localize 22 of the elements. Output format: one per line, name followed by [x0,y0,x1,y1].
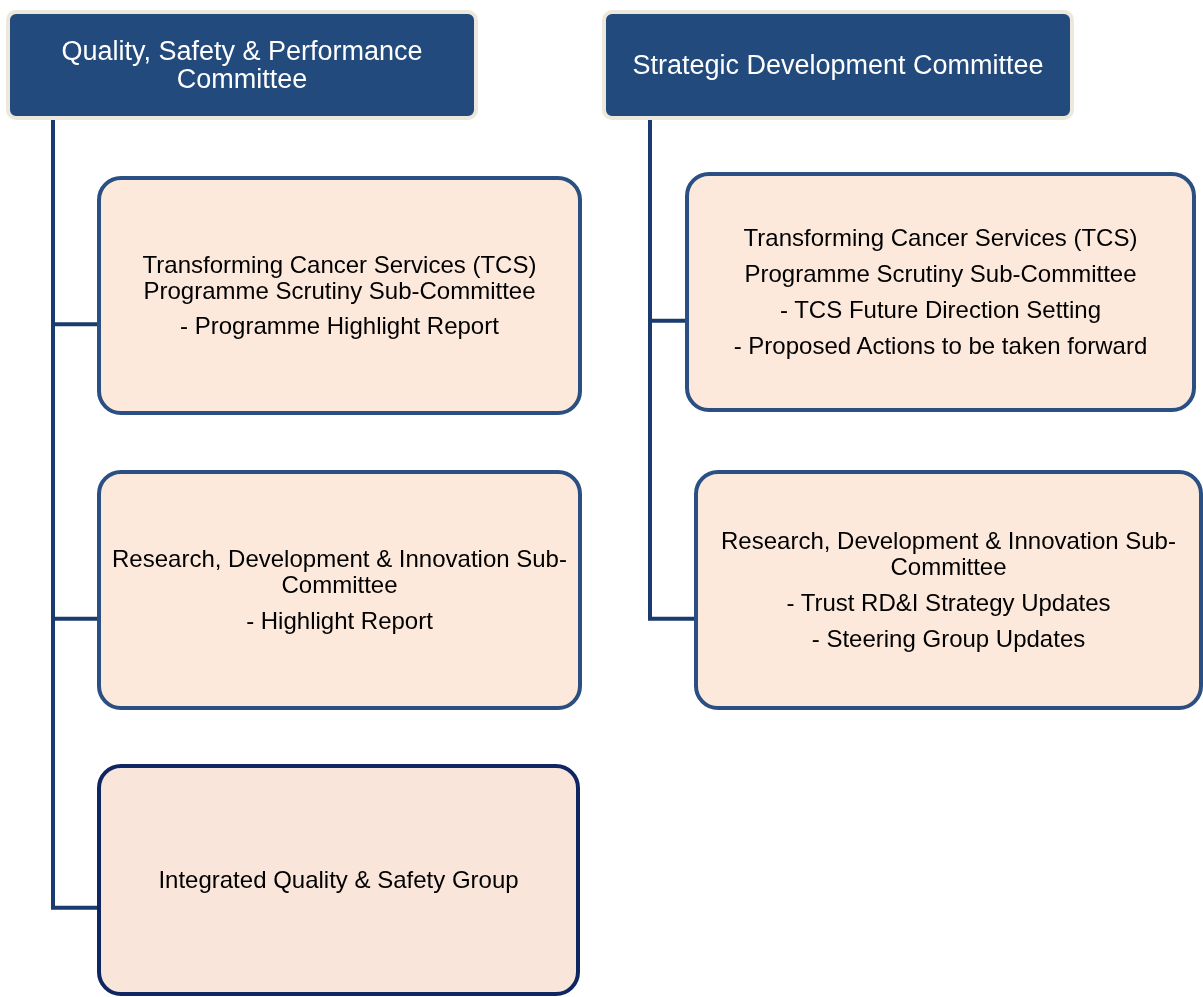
committee-box [6,10,478,120]
box-text: Research, Development & Innovation Sub-Committee [720,528,1177,580]
box-text: Transforming Cancer Services (TCS) Programme Scrutiny Sub-Committee [141,251,538,304]
box-text: Programme Scrutiny Sub-Committee [744,261,1137,287]
box-text: - Trust RD&I Strategy Updates [786,590,1111,616]
box-text: Transforming Cancer Services (TCS) [743,225,1138,252]
box-text: Integrated Quality & Safety Group [158,867,519,893]
connector-line [648,118,694,621]
subcommittee-box [694,470,1203,710]
box-text: - Programme Highlight Report [180,313,499,340]
box-text: - Highlight Report [246,607,433,634]
subcommittee-box [685,172,1196,412]
committee-title: Strategic Development Committee [632,50,1044,80]
subcommittee-box [97,176,582,415]
committee-title: Quality, Safety & Performance Committee [60,36,424,94]
subcommittee-box [97,764,580,996]
box-text: - TCS Future Direction Setting [780,297,1101,323]
box-text: Research, Development & Innovation Sub-Committee [111,546,568,598]
committee-box [602,10,1074,120]
box-text: - Steering Group Updates [811,625,1086,652]
subcommittee-box [97,470,582,710]
box-text: - Proposed Actions to be taken forward [733,332,1148,359]
